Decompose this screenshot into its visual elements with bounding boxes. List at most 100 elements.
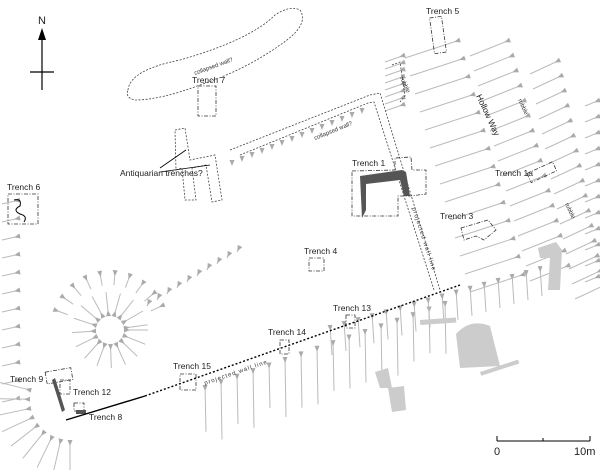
hachure-mark [504, 38, 510, 43]
trench-9-outline [45, 368, 73, 384]
hachure-line [301, 351, 302, 407]
hachure-mark [532, 143, 538, 148]
hachure-mark [555, 58, 561, 63]
trench-1a-label: Trench 1a [495, 168, 533, 178]
hollow-way-label: Hollow Way [474, 93, 502, 138]
hachure-line [478, 70, 518, 86]
hachure-mark [564, 103, 570, 108]
hachure-line [518, 220, 558, 236]
hachure-line [455, 220, 510, 238]
hachure-line [470, 274, 525, 292]
trench-1-wall [360, 170, 410, 218]
hachure-mark [118, 338, 124, 344]
hachure-mark [28, 415, 34, 420]
hachure-mark [59, 438, 64, 444]
trench-12-label: Trench 12 [73, 387, 111, 397]
scale-bar [497, 436, 590, 441]
hachure-mark [479, 128, 485, 133]
hachure-mark [328, 325, 333, 331]
hachure-mark [122, 333, 128, 338]
hachure-line [285, 357, 286, 417]
hachure-mark [499, 200, 505, 205]
hachure-mark [440, 293, 445, 299]
hachure-mark [59, 294, 65, 299]
hachure-mark [468, 286, 473, 292]
hachure-mark [459, 56, 465, 61]
hachure-mark [570, 133, 576, 138]
hachure-mark [412, 301, 417, 307]
hachure-mark [594, 194, 600, 199]
hachure-mark [426, 297, 431, 303]
hachure-mark [320, 124, 325, 130]
hachure-mark [538, 266, 543, 272]
hachure-mark [484, 146, 490, 151]
hachure-mark [53, 307, 59, 312]
hachure-mark [356, 317, 361, 323]
hachure-mark [24, 397, 30, 402]
hachure-mark [516, 83, 522, 88]
hachure-mark [227, 251, 232, 257]
hachure-mark [454, 290, 459, 296]
hachure-mark [474, 110, 480, 115]
collapsed-wall-label-1: collapsed wall? [194, 57, 235, 77]
hachure-mark [594, 178, 600, 183]
hachure-line [221, 379, 222, 439]
hachure-line [365, 329, 366, 383]
hachure-mark [128, 273, 133, 279]
hachure-mark [14, 324, 20, 329]
hachure-line [205, 385, 206, 432]
trench-4-outline [309, 258, 324, 271]
hachure-line [435, 148, 490, 166]
hachure-mark [594, 162, 600, 167]
hachure-mark [82, 275, 87, 281]
hachure-mark [588, 223, 594, 228]
hachure-line [470, 40, 510, 56]
hachure-mark [101, 312, 106, 318]
hachure-mark [494, 182, 500, 187]
hachure-mark [177, 281, 182, 287]
hachure-mark [106, 310, 111, 316]
trench-13-label: Trench 13 [333, 303, 371, 313]
hachure-mark [197, 269, 202, 275]
hachure-mark [117, 314, 123, 320]
hachure-mark [167, 287, 172, 293]
hachure-line [405, 40, 460, 58]
hachure-mark [97, 339, 103, 345]
hachure-mark [113, 342, 118, 348]
hachure-mark [290, 136, 295, 142]
hachure-mark [594, 130, 600, 135]
hachure-mark [50, 435, 55, 441]
trench-5-outline [430, 16, 447, 53]
hachure-mark [217, 257, 222, 263]
hachure-mark [536, 158, 542, 163]
hachure-mark [207, 263, 212, 269]
hachure-mark [14, 234, 20, 239]
hachure-mark [97, 270, 102, 276]
hachure-mark [14, 396, 20, 401]
hachure-mark [237, 245, 242, 251]
scale-end: 10m [574, 446, 595, 458]
hachure-mark [300, 132, 305, 138]
hachure-line [333, 340, 334, 391]
hachure-mark [41, 430, 47, 436]
hachure-mark [240, 156, 245, 162]
hachure-line [413, 312, 414, 361]
hachure-line [349, 335, 350, 389]
hachure-mark [561, 88, 567, 93]
hachure-mark [594, 146, 600, 151]
hachure-mark [147, 299, 152, 305]
hachure-mark [399, 102, 405, 107]
hachure-mark [14, 360, 20, 365]
hachure-mark [585, 208, 591, 213]
hachure-mark [111, 311, 116, 317]
hachure-mark [558, 73, 564, 78]
hachure-line [465, 256, 520, 274]
hachure-mark [14, 288, 20, 293]
hachure-line [440, 166, 495, 184]
hachure-mark [594, 242, 600, 247]
hachure-mark [567, 118, 573, 123]
hachure-mark [464, 74, 470, 79]
hachure-mark [70, 282, 76, 288]
